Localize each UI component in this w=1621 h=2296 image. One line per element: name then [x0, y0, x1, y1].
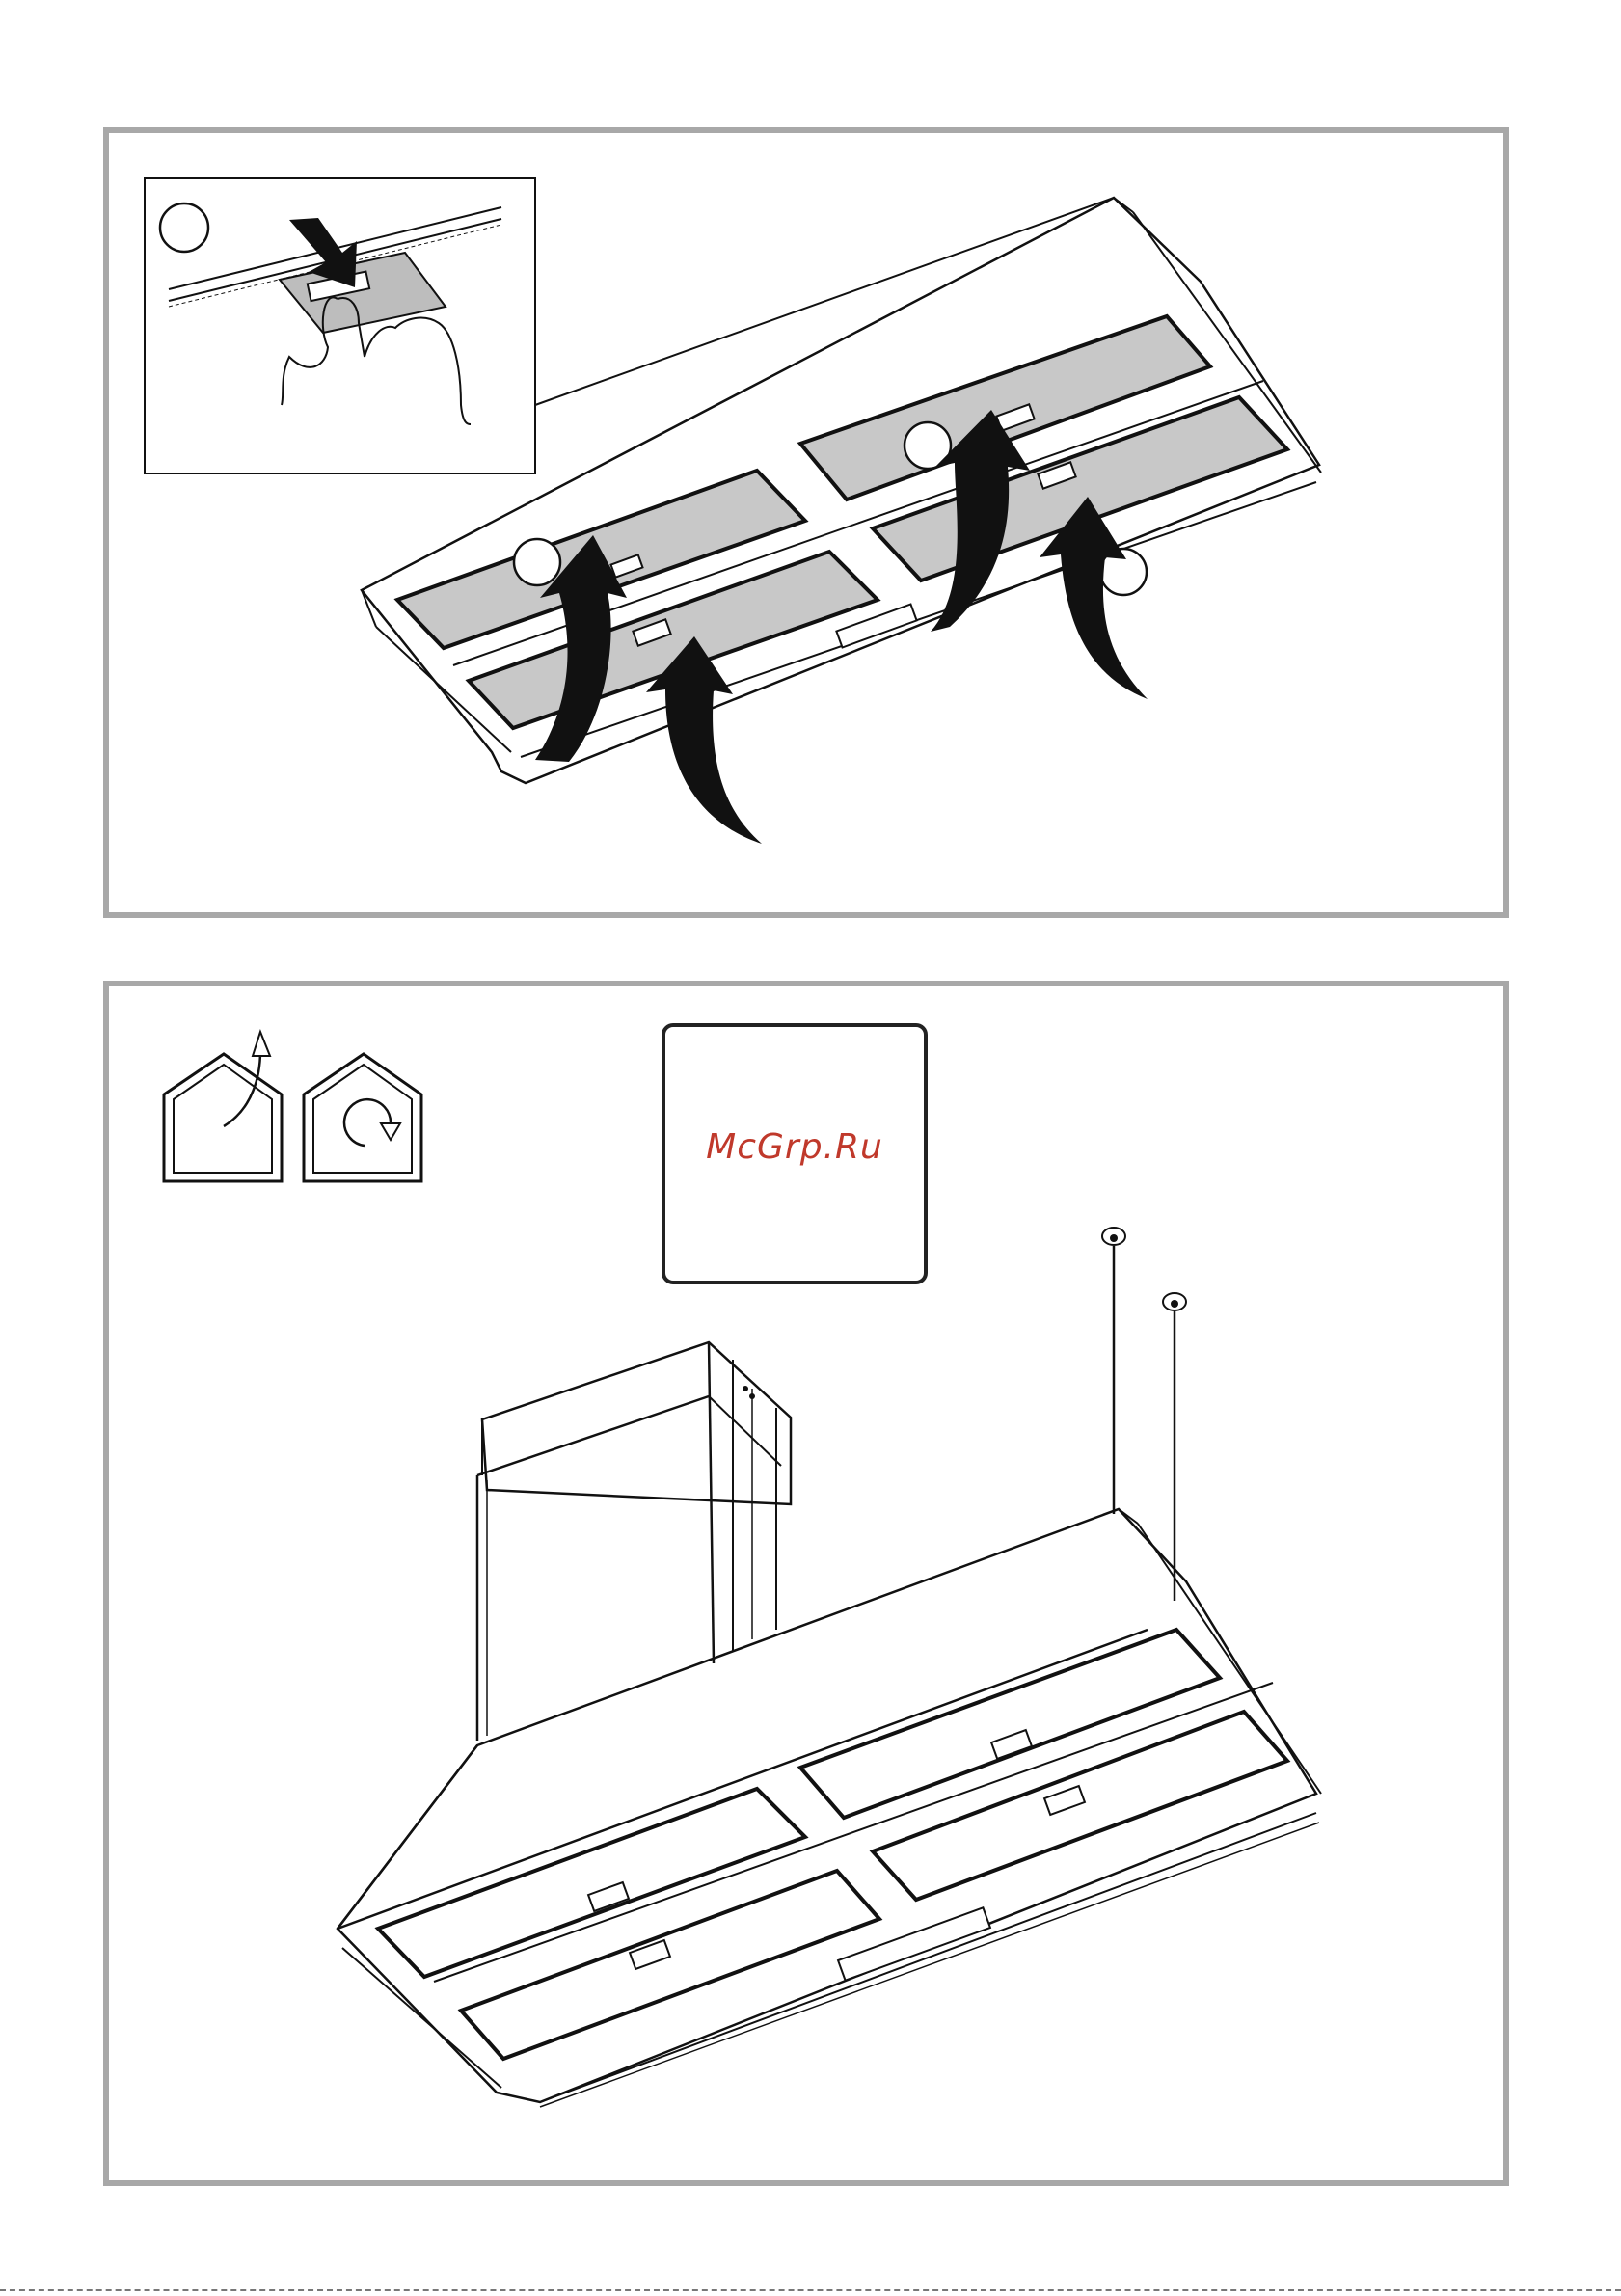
watermark-text: McGrp.Ru	[665, 1127, 924, 1167]
chimney	[477, 1342, 791, 1741]
ducted-exhaust-icon	[164, 1032, 282, 1181]
recirculation-icon	[304, 1054, 421, 1181]
grease-filter	[378, 1630, 1287, 2059]
page-bottom-rule	[0, 2289, 1621, 2291]
watermark-box: McGrp.Ru	[662, 1023, 928, 1284]
ceiling-anchor	[1102, 1228, 1186, 1601]
